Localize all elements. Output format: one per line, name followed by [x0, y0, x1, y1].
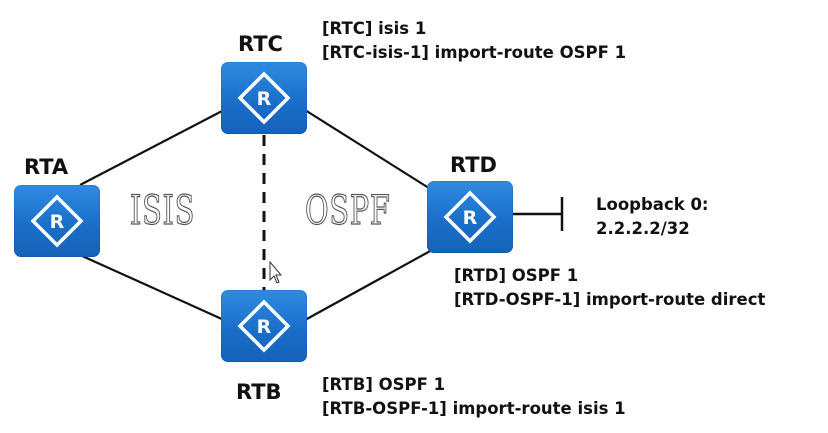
config-line: [RTD] OSPF 1 [454, 266, 579, 285]
router-name-rtd: RTD [450, 153, 497, 177]
link-rta-rtc [79, 109, 225, 186]
config-rtb: [RTB] OSPF 1 [RTB-OSPF-1] import-route i… [322, 373, 626, 421]
config-rtc: [RTC] isis 1 [RTC-isis-1] import-route O… [322, 17, 626, 65]
link-rta-rtb [79, 253, 225, 322]
loopback-label: Loopback 0: 2.2.2.2/32 [596, 193, 709, 241]
router-glyph: R [463, 207, 478, 229]
router-name-rta: RTA [24, 155, 69, 179]
config-rtd: [RTD] OSPF 1 [RTD-OSPF-1] import-route d… [454, 264, 765, 312]
router-rtd[interactable]: R [427, 181, 513, 253]
loopback-address: 2.2.2.2/32 [596, 219, 690, 238]
link-rtc-rtd [304, 109, 433, 191]
link-rtb-rtd [304, 249, 433, 321]
router-rta[interactable]: R [14, 185, 100, 257]
config-line: [RTC] isis 1 [322, 19, 427, 38]
router-icon: R [30, 194, 84, 248]
router-icon: R [237, 299, 291, 353]
area-label-isis: ISIS [130, 187, 196, 234]
config-line: [RTB-OSPF-1] import-route isis 1 [322, 399, 626, 418]
config-line: [RTD-OSPF-1] import-route direct [454, 290, 766, 309]
config-line: [RTB] OSPF 1 [322, 375, 446, 394]
router-glyph: R [257, 88, 272, 110]
router-rtc[interactable]: R [221, 62, 307, 134]
router-name-rtc: RTC [238, 32, 283, 56]
router-icon: R [237, 71, 291, 125]
router-name-rtb: RTB [236, 380, 282, 404]
router-rtb[interactable]: R [221, 290, 307, 362]
area-label-ospf: OSPF [305, 187, 391, 234]
config-line: [RTC-isis-1] import-route OSPF 1 [322, 43, 627, 62]
router-glyph: R [50, 211, 65, 233]
router-icon: R [443, 190, 497, 244]
router-glyph: R [257, 316, 272, 338]
cursor-icon [269, 260, 283, 284]
loopback-title: Loopback 0: [596, 195, 709, 214]
